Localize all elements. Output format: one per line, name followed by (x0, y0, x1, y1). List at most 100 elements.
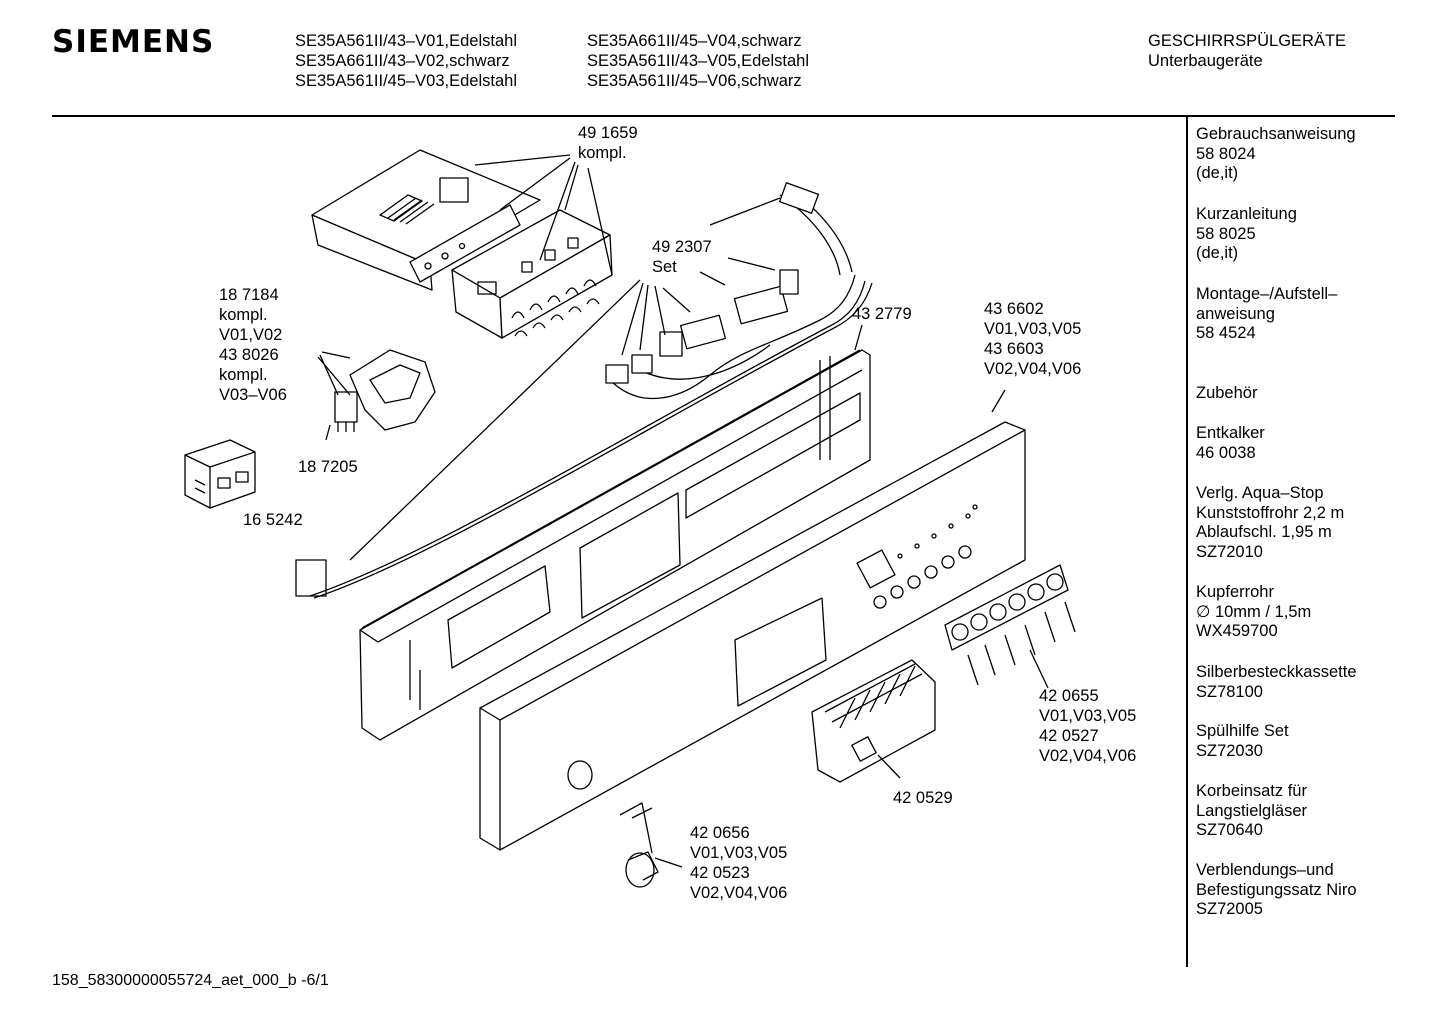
part-number: 42 0527 (1039, 727, 1099, 745)
part-variant: V01,V03,V05 (690, 844, 788, 862)
leader-lines (317, 154, 1076, 868)
model-line: SE35A561II/43–V01,Edelstahl (295, 32, 518, 50)
entry-title: Zubehör (1196, 384, 1258, 402)
entry-note: (de,it) (1196, 164, 1239, 182)
part-number: 42 0656 (690, 824, 750, 842)
brand-logo: SIEMENS (52, 24, 215, 60)
header-rule (52, 115, 1395, 117)
sidebar-entry-descaler: Entkalker 46 0038 (1196, 424, 1265, 463)
entry-number: SZ72010 (1196, 542, 1263, 561)
document-reference: 158_58300000055724_aet_000_b -6/1 (52, 972, 329, 989)
callout-420529: 42 0529 (893, 788, 953, 808)
entry-note: Ablaufschl. 1,95 m (1196, 523, 1332, 541)
callout-432779: 43 2779 (852, 304, 912, 324)
part-variant: V01,V03,V05 (1039, 707, 1137, 725)
entry-note: Kunststoffrohr 2,2 m (1196, 503, 1345, 522)
entry-number: 58 8024 (1196, 144, 1256, 163)
category-title: GESCHIRRSPÜLGERÄTE Unterbaugeräte (1148, 31, 1346, 71)
part-note: kompl. (219, 306, 268, 324)
part-number: 43 6602 (984, 300, 1044, 318)
cable-harness-part (295, 182, 873, 599)
part-number: 43 8026 (219, 346, 279, 364)
entry-title: Kurzanleitung (1196, 205, 1297, 223)
front-facia-panel-part (479, 421, 1026, 851)
entry-title: Entkalker (1196, 424, 1265, 442)
model-line: SE35A661II/45–V04,schwarz (587, 32, 802, 50)
callout-420655: 42 0655 V01,V03,V05 42 0527 V02,V04,V06 (1039, 686, 1136, 766)
entry-number: 58 8025 (1196, 224, 1256, 243)
sidebar-entry-quick-guide: Kurzanleitung 58 8025 (de,it) (1196, 205, 1297, 264)
inner-panel-frame-part (359, 349, 871, 741)
part-variant: V01,V02 (219, 326, 283, 344)
sidebar-entry-facia-kit: Verblendungs–und Befestigungssatz Niro S… (1196, 861, 1357, 920)
electronic-module-part (311, 149, 541, 291)
sidebar-entry-rinse-aid: Spülhilfe Set SZ72030 (1196, 722, 1289, 761)
entry-title: Kupferrohr (1196, 583, 1274, 601)
part-number: 42 0655 (1039, 687, 1099, 705)
model-line: SE35A661II/43–V02,schwarz (295, 52, 510, 70)
part-number: 16 5242 (243, 511, 303, 529)
sidebar-entry-cutlery-tray: Silberbesteckkassette SZ78100 (1196, 663, 1357, 702)
model-line: SE35A561II/43–V05,Edelstahl (587, 52, 810, 70)
entry-title: anweisung (1196, 304, 1275, 323)
entry-note: (de,it) (1196, 244, 1239, 262)
part-variant: V02,V04,V06 (1039, 747, 1137, 765)
push-button-strip-part (944, 564, 1069, 651)
part-variant: V02,V04,V06 (690, 884, 788, 902)
callout-491659: 49 1659 kompl. (578, 123, 638, 163)
part-number: 18 7184 (219, 286, 279, 304)
category-line: GESCHIRRSPÜLGERÄTE (1148, 32, 1347, 50)
entry-number: SZ70640 (1196, 821, 1263, 839)
part-number: 43 6603 (984, 340, 1044, 358)
terminal-block-part (184, 439, 256, 509)
entry-title: Silberbesteckkassette (1196, 663, 1357, 681)
callout-492307: 49 2307 Set (652, 237, 712, 277)
entry-title: Korbeinsatz für (1196, 782, 1307, 800)
part-number: 42 0523 (690, 864, 750, 882)
part-number: 49 1659 (578, 124, 638, 142)
callout-165242: 16 5242 (243, 510, 303, 530)
model-list-1: SE35A561II/43–V01,Edelstahl SE35A661II/4… (295, 31, 517, 91)
part-number: 43 2779 (852, 305, 912, 323)
part-note: kompl. (219, 366, 268, 384)
part-variant: V02,V04,V06 (984, 360, 1082, 378)
entry-title: Befestigungssatz Niro (1196, 880, 1357, 899)
model-line: SE35A561II/45–V06,schwarz (587, 72, 802, 90)
callout-187205: 18 7205 (298, 457, 358, 477)
model-list-2: SE35A661II/45–V04,schwarz SE35A561II/43–… (587, 31, 809, 91)
entry-number: WX459700 (1196, 622, 1278, 640)
part-number: 18 7205 (298, 458, 358, 476)
entry-number: SZ72030 (1196, 741, 1263, 760)
sidebar-entry-installation: Montage–/Aufstell– anweisung 58 4524 (1196, 285, 1337, 344)
door-lock-part (334, 349, 436, 432)
entry-number: SZ72005 (1196, 900, 1263, 918)
part-variant: V01,V03,V05 (984, 320, 1082, 338)
part-number: 42 0529 (893, 789, 953, 807)
entry-number: 58 4524 (1196, 324, 1256, 342)
door-handle-insert-part (811, 659, 936, 783)
entry-title: Verblendungs–und (1196, 861, 1334, 879)
part-number: 49 2307 (652, 238, 712, 256)
part-variant: V03–V06 (219, 386, 287, 404)
entry-number: 46 0038 (1196, 443, 1256, 462)
sidebar-entry-accessories: Zubehör (1196, 384, 1257, 404)
callout-420656: 42 0656 V01,V03,V05 42 0523 V02,V04,V06 (690, 823, 787, 903)
program-knob-part (619, 802, 659, 888)
sidebar-entry-manual: Gebrauchsanweisung 58 8024 (de,it) (1196, 125, 1356, 184)
entry-title: Langstielgläser (1196, 801, 1307, 820)
part-note: Set (652, 258, 677, 276)
sidebar-entry-glass-basket: Korbeinsatz für Langstielgläser SZ70640 (1196, 782, 1307, 841)
model-line: SE35A561II/45–V03,Edelstahl (295, 72, 518, 90)
part-note: kompl. (578, 144, 627, 162)
entry-number: SZ78100 (1196, 682, 1263, 701)
entry-title: Montage–/Aufstell– (1196, 285, 1338, 303)
entry-note: ∅ 10mm / 1,5m (1196, 602, 1312, 621)
sidebar-divider (1186, 117, 1188, 967)
entry-title: Verlg. Aqua–Stop (1196, 484, 1324, 502)
entry-title: Spülhilfe Set (1196, 722, 1289, 740)
category-line: Unterbaugeräte (1148, 52, 1263, 70)
callout-436602: 43 6602 V01,V03,V05 43 6603 V02,V04,V06 (984, 299, 1081, 379)
callout-187184: 18 7184 kompl. V01,V02 43 8026 kompl. V0… (219, 285, 287, 405)
entry-title: Gebrauchsanweisung (1196, 125, 1356, 143)
sidebar-entry-copper-pipe: Kupferrohr ∅ 10mm / 1,5m WX459700 (1196, 583, 1311, 642)
